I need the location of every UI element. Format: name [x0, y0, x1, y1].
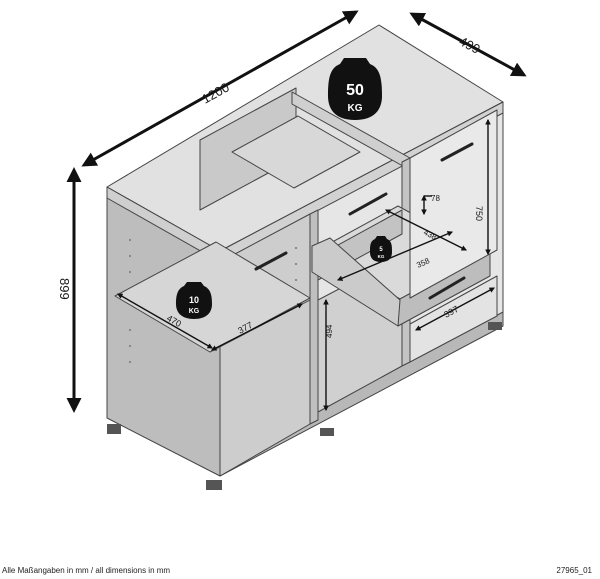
foot-front-middle — [320, 428, 334, 436]
handle-right-door — [440, 142, 474, 162]
weight-badge-top: 50 KG — [328, 58, 382, 120]
weight-top-value: 50 — [346, 82, 364, 99]
weight-shelf-unit: KG — [189, 308, 200, 315]
foot-back-left — [107, 424, 121, 434]
weight-top-unit: KG — [348, 103, 363, 114]
depth-label: 499 — [457, 33, 483, 56]
dimension-lines — [66, 10, 527, 413]
sideboard-outline — [106, 24, 504, 477]
handle-left-door — [254, 251, 288, 271]
cabinet-height-label: 750 — [474, 206, 484, 221]
shelf-pin-holes — [129, 239, 297, 363]
foot-front-right — [488, 322, 502, 330]
width-arrow — [81, 10, 359, 167]
drawer-open-front — [311, 237, 401, 327]
dimensions-note: Alle Maßangaben in mm / all dimensions i… — [2, 566, 171, 575]
weight-badge-shelf: 10 KG — [176, 282, 212, 319]
weight-drawer-unit: KG — [378, 254, 385, 259]
foot-front-left — [206, 480, 222, 490]
weight-drawer-value: 5 — [379, 247, 383, 253]
drawer-depth-arrow — [336, 231, 454, 281]
door-width-arrow — [415, 287, 495, 331]
weight-icon-top — [328, 58, 382, 120]
left-partition — [309, 209, 319, 425]
drawer-height-label: 78 — [431, 194, 440, 203]
shelf-width-arrow — [211, 303, 303, 351]
feet — [107, 322, 502, 490]
shelf-depth-arrow — [117, 293, 213, 349]
dimension-labels: 1200 499 899 750 78 438 358 397 470 377 … — [57, 33, 484, 338]
lower-compartment-label: 494 — [325, 324, 334, 338]
weight-icon-drawer — [370, 236, 392, 262]
weight-shelf-value: 10 — [189, 295, 199, 305]
handle-upper-drawer — [348, 192, 388, 216]
small-dimension-lines — [117, 118, 495, 412]
weight-icon-shelf — [176, 282, 212, 319]
height-label: 899 — [57, 278, 72, 300]
weight-badge-drawer: 5 KG — [370, 236, 392, 262]
drawing-code: 27965_01 — [556, 566, 592, 575]
depth-arrow — [409, 12, 527, 77]
